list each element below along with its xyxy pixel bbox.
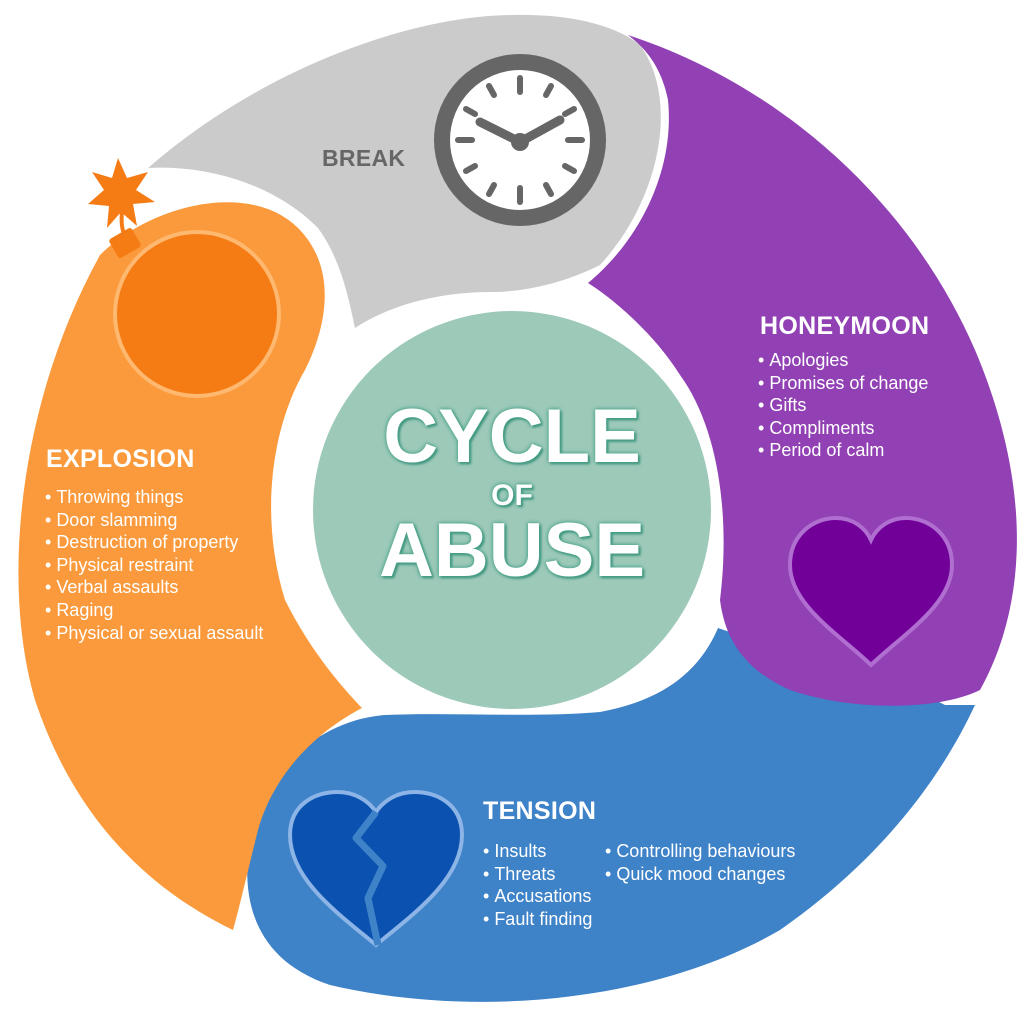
center-title: CYCLE OF ABUSE (314, 330, 710, 590)
broken-heart-icon (287, 789, 465, 948)
honeymoon-title: HONEYMOON (760, 312, 930, 340)
list-item: Gifts (758, 394, 928, 417)
explosion-list: Throwing things Door slamming Destructio… (45, 486, 263, 644)
list-item: Physical or sexual assault (45, 622, 263, 645)
list-item: Insults (483, 840, 592, 863)
list-item: Fault finding (483, 908, 592, 931)
heart-icon (787, 515, 955, 668)
list-item: Verbal assaults (45, 576, 263, 599)
list-item: Accusations (483, 885, 592, 908)
list-item: Promises of change (758, 372, 928, 395)
list-item: Raging (45, 599, 263, 622)
list-item: Destruction of property (45, 531, 263, 554)
bomb-icon (88, 158, 281, 398)
list-item: Threats (483, 863, 592, 886)
list-item: Period of calm (758, 439, 928, 462)
honeymoon-list: Apologies Promises of change Gifts Compl… (758, 349, 928, 462)
tension-list-left: Insults Threats Accusations Fault findin… (483, 840, 592, 930)
break-title: BREAK (322, 145, 406, 171)
center-title-line2: OF (491, 479, 533, 512)
center-title-line1: CYCLE (383, 394, 641, 479)
tension-list-right: Controlling behaviours Quick mood change… (605, 840, 795, 885)
list-item: Controlling behaviours (605, 840, 795, 863)
clock-icon (434, 54, 606, 226)
list-item: Physical restraint (45, 554, 263, 577)
list-item: Apologies (758, 349, 928, 372)
tension-segment (247, 628, 975, 1002)
tension-title: TENSION (483, 797, 597, 825)
explosion-title: EXPLOSION (46, 445, 195, 473)
center-title-line3: ABUSE (378, 508, 646, 593)
list-item: Compliments (758, 417, 928, 440)
list-item: Throwing things (45, 486, 263, 509)
list-item: Quick mood changes (605, 863, 795, 886)
list-item: Door slamming (45, 509, 263, 532)
center-circle (313, 311, 711, 709)
